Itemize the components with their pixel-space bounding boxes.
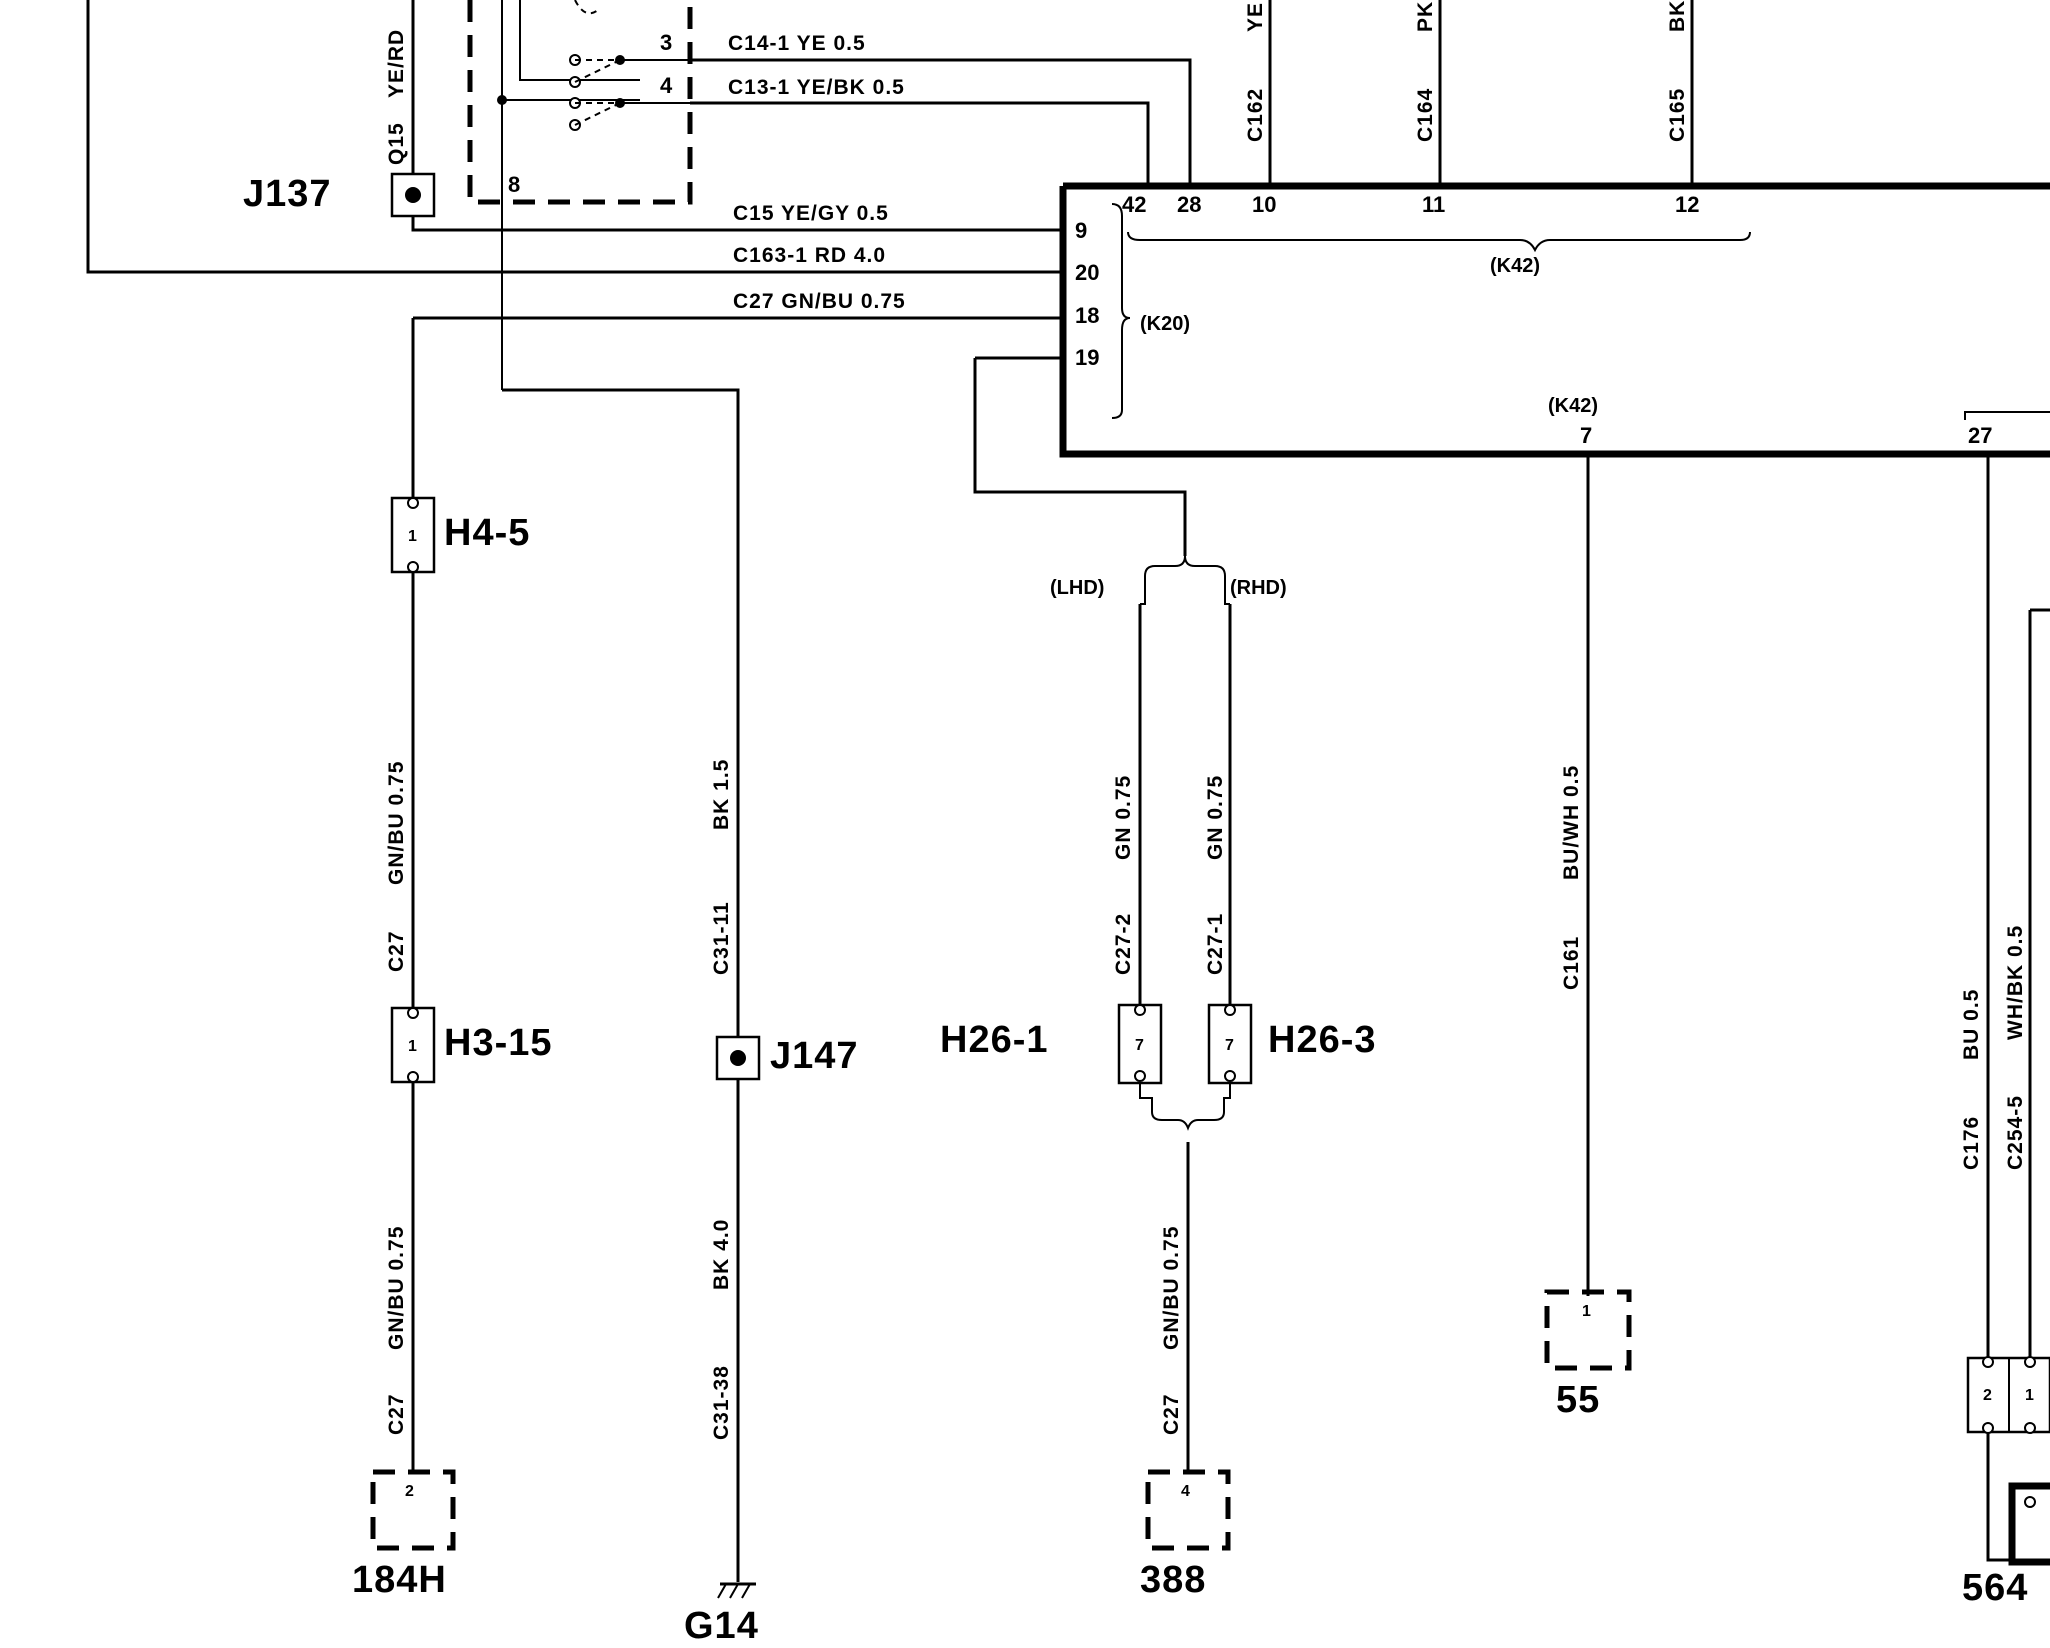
wire-label-c27-b-color: GN/BU 0.75 [385,1226,408,1350]
component-388-label: 388 [1140,1559,1206,1601]
wire-label-q15-color: YE/RD [385,29,408,98]
switch-to-module-wires: C14-1 YE 0.5 C13-1 YE/BK 0.5 [690,32,1192,186]
wire-label-c27-a-id: C27 [385,930,408,972]
module-pin-18: 18 [1075,303,1099,328]
component-184h: 2 184H [352,1469,456,1601]
wire-label-c162-color: YE [1244,2,1267,32]
module-pin-27: 27 [1968,423,1992,448]
splice-j137-label: J137 [243,173,332,215]
wire-label-q15: Q15 [385,122,408,165]
wire-label-c165: C165 [1666,88,1689,142]
wire-label-c27-2-id: C27-2 [1112,913,1135,975]
module-pin-9: 9 [1075,218,1087,243]
wire-label-c161-id: C161 [1560,936,1583,990]
wire-label-c162: C162 [1244,88,1267,142]
wire-label-c31-38-id: C31-38 [710,1365,733,1440]
wire-label-c27-1-color: GN 0.75 [1204,775,1227,860]
module-pin-19: 19 [1075,345,1099,370]
component-388: 4 388 [1140,1469,1231,1601]
control-module: 42 28 10 11 12 9 20 18 19 (K20) (K42) (K… [1059,182,2050,458]
top-vertical-wires: C162 YE C164 PK C165 BK [1244,0,1694,186]
connector-h26-3-label: H26-3 [1268,1019,1377,1061]
top-left-wiring: Q15 YE/RD [86,0,1063,274]
ground-g14-label: G14 [684,1605,759,1647]
connector-h26-1: 7 H26-1 [940,1003,1163,1085]
component-564-pin-b: 1 [2025,1387,2034,1404]
wire-label-c164-color: PK [1414,1,1437,32]
wire-label-c31-11-color: BK 1.5 [710,759,733,830]
wire-label-c27-a-color: GN/BU 0.75 [385,761,408,885]
connector-h26-1-pin: 7 [1135,1037,1144,1054]
module-pin-42: 42 [1122,192,1146,217]
splice-j147: J147 [715,1035,859,1081]
wire-label-c27-c-color: GN/BU 0.75 [1160,1226,1183,1350]
connector-h3-15-pin: 1 [408,1038,417,1055]
component-55-label: 55 [1556,1379,1600,1421]
switch-pin-8: 8 [508,172,520,197]
connector-h4-5-pin: 1 [408,528,417,545]
wire-label-c15: C15 YE/GY 0.5 [733,202,889,225]
connector-h26-1-label: H26-1 [940,1019,1049,1061]
module-group-k42-bottom: (K42) [1548,395,1598,417]
switch-pin-3: 3 [660,30,672,55]
component-184h-label: 184H [352,1559,447,1601]
switch-assembly: 3 4 8 [467,0,693,390]
component-564-label: 564 [1962,1567,2028,1609]
wire-label-c27-1-id: C27-1 [1204,913,1227,975]
drive-label-lhd: (LHD) [1050,577,1104,599]
component-184h-pin: 2 [405,1483,414,1500]
component-564-pin-a: 2 [1983,1387,1992,1404]
module-pin-7: 7 [1580,423,1592,448]
wire-label-c164: C164 [1414,88,1437,142]
component-388-pin: 4 [1181,1483,1190,1500]
drive-join [1139,1083,1231,1474]
module-pin-10: 10 [1252,192,1276,217]
splice-j137: J137 [243,172,1063,232]
wire-label-c254-5-color: WH/BK 0.5 [2004,925,2027,1040]
component-55: 1 55 [1544,1289,1632,1421]
connector-h3-15-label: H3-15 [444,1022,553,1064]
wire-label-c176-id: C176 [1960,1116,1983,1170]
wire-label-c27-2-color: GN 0.75 [1112,775,1135,860]
connector-h26-3-pin: 7 [1225,1037,1234,1054]
module-pin-11: 11 [1422,192,1445,217]
component-55-pin: 1 [1582,1303,1591,1320]
wire-label-c31-11-id: C31-11 [710,901,733,975]
connector-h26-3: 7 H26-3 [1207,1003,1377,1085]
wire-label-c254-5-id: C254-5 [2004,1095,2027,1170]
wire-label-c27-c-id: C27 [1160,1393,1183,1435]
wire-label-c176-color: BU 0.5 [1960,989,1983,1060]
wire-label-c163-1: C163-1 RD 4.0 [733,244,886,267]
wire-label-c165-color: BK [1666,0,1689,32]
ground-g14: G14 [684,1582,759,1647]
module-group-k20: (K20) [1140,313,1190,335]
wire-label-c31-38-color: BK 4.0 [710,1219,733,1290]
connector-h3-15: 1 H3-15 [390,1006,553,1084]
splice-j147-label: J147 [770,1035,859,1077]
module-group-k42-top: (K42) [1490,255,1540,277]
connector-h4-5-label: H4-5 [444,512,530,554]
module-pin-20: 20 [1075,260,1099,285]
wire-label-c161-color: BU/WH 0.5 [1560,765,1583,880]
connector-h4-5: 1 H4-5 [390,496,530,574]
wire-label-c27: C27 GN/BU 0.75 [733,290,906,313]
drive-split: (LHD) (RHD) [1050,555,1287,1008]
wire-label-c27-b-id: C27 [385,1393,408,1435]
wire-label-c14-1: C14-1 YE 0.5 [728,32,866,55]
module-input-wires: C15 YE/GY 0.5 C163-1 RD 4.0 C27 GN/BU 0.… [411,202,1187,556]
switch-pin-4: 4 [660,73,673,98]
module-pin-28: 28 [1177,192,1201,217]
wire-label-c13-1: C13-1 YE/BK 0.5 [728,76,905,99]
component-564: 2 1 564 [1962,1356,2050,1609]
module-pin-12: 12 [1675,192,1699,217]
drive-label-rhd: (RHD) [1230,577,1287,599]
